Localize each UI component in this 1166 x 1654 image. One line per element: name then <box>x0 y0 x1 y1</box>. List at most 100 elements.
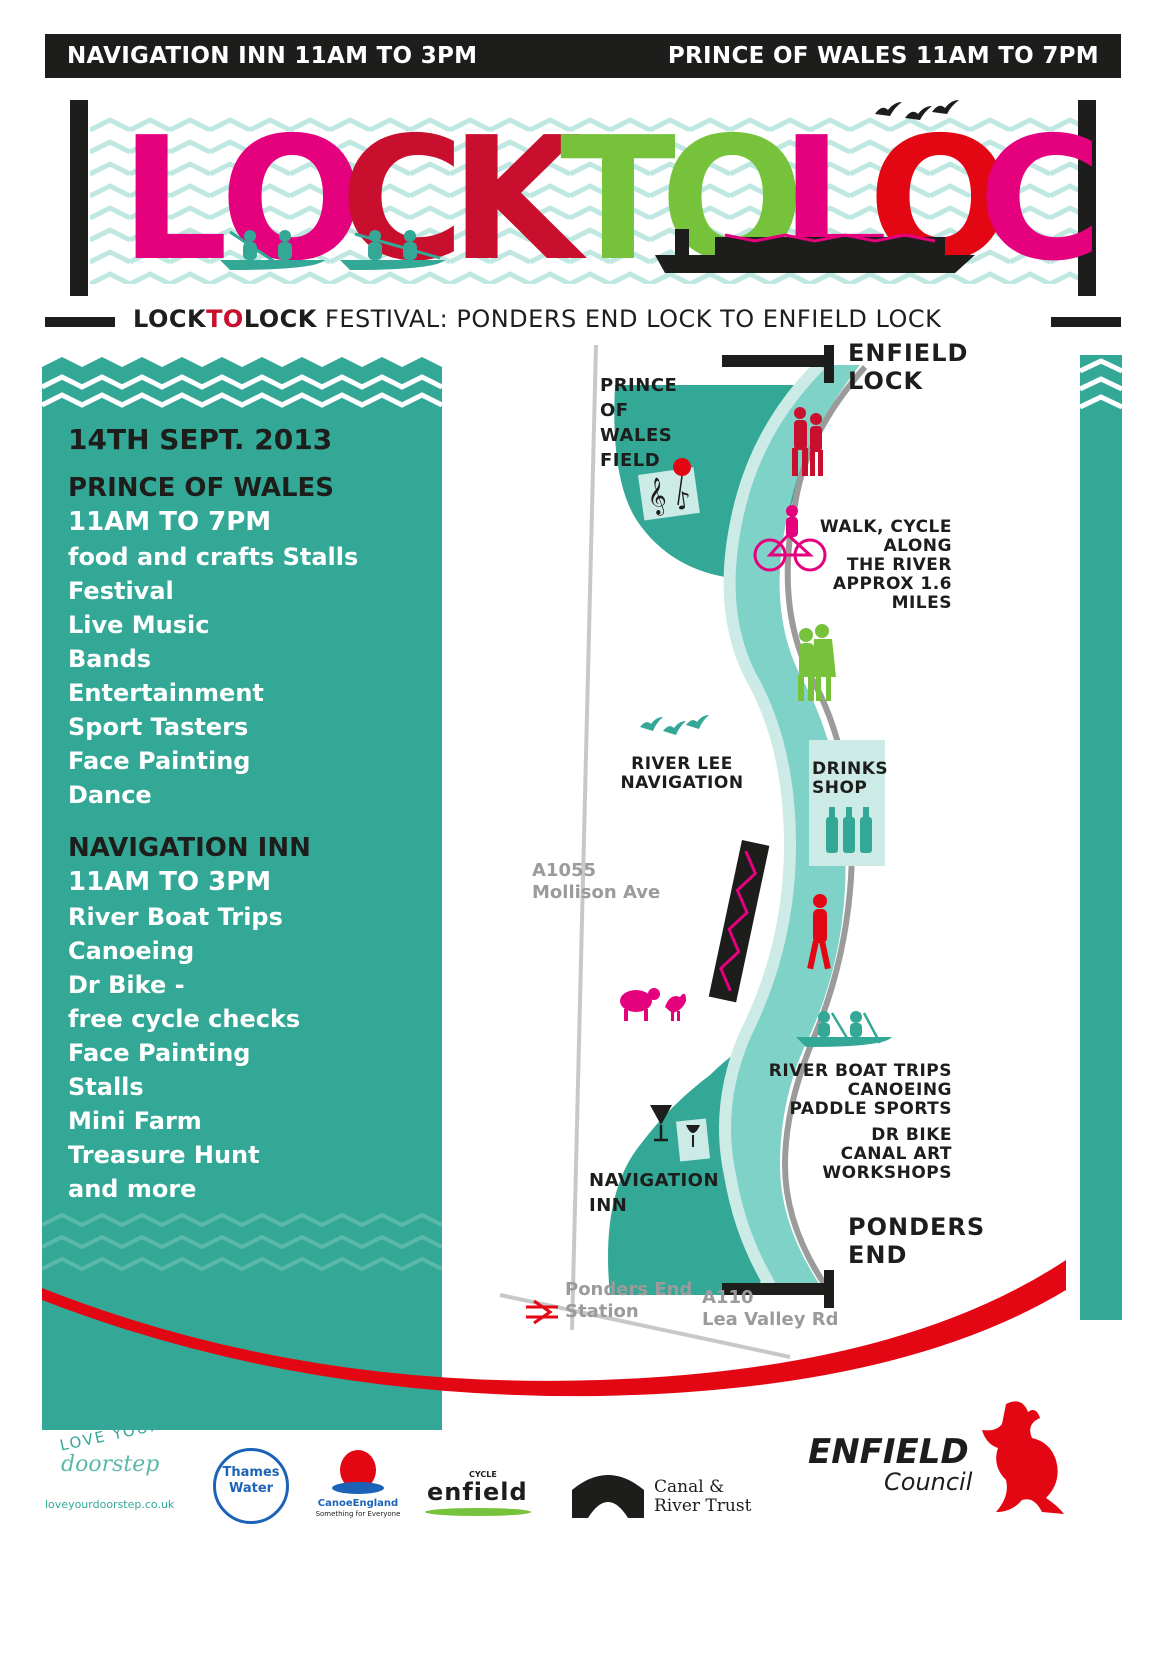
logo-letter: K <box>450 101 582 299</box>
canoe-england-logo: CanoeEngland Something for Everyone <box>310 1448 406 1520</box>
prince-item: food and crafts Stalls <box>68 543 359 571</box>
river-lee-line: RIVER LEE <box>631 754 733 774</box>
activities-line: PADDLE SPORTS <box>789 1099 952 1119</box>
station-line: Ponders End <box>565 1279 693 1300</box>
prince-field-line: WALES <box>600 425 673 446</box>
bottles-icon <box>826 807 872 853</box>
right-edge-strip <box>1080 355 1122 1320</box>
drinks-shop-label: DRINKS SHOP <box>812 760 888 798</box>
enfield-council-name: ENFIELD <box>808 1432 969 1472</box>
top-bar-right-text: PRINCE OF WALES 11AM TO 7PM <box>667 43 1099 69</box>
walk-cycle-line: ALONG <box>883 536 952 556</box>
navigation-inn-line: INN <box>589 1195 628 1216</box>
canoe-england-text: CanoeEngland <box>317 1498 399 1509</box>
activities-line: WORKSHOPS <box>822 1163 952 1183</box>
cycle-enfield-logo: CYCLE enfield <box>425 1470 535 1520</box>
navigation-item: Face Painting <box>68 1039 251 1067</box>
river-narrowboat-icon <box>708 840 770 1003</box>
a1055-line: Mollison Ave <box>532 882 661 903</box>
logo-letter: C <box>340 101 465 299</box>
activities-line: RIVER BOAT TRIPS <box>768 1061 952 1081</box>
swallows-teal-icon <box>640 715 709 735</box>
canal-river-trust-logo: Canal & River Trust <box>572 1470 752 1520</box>
activities-line: CANOEING <box>847 1080 952 1100</box>
prince-item: Bands <box>68 645 152 673</box>
prince-field-line: PRINCE <box>600 375 678 396</box>
road-a110 <box>499 1293 791 1359</box>
navigation-item: Mini Farm <box>68 1107 202 1135</box>
prince-item: Dance <box>68 781 152 809</box>
prince-field-label: PRINCE OF WALES FIELD <box>600 373 677 473</box>
walkers-icon <box>792 407 823 476</box>
ponders-end-line: END <box>848 1241 908 1269</box>
thames-text: Thames <box>222 1465 280 1480</box>
logo-post-right <box>1078 100 1096 296</box>
canoe-england-tagline: Something for Everyone <box>315 1510 401 1518</box>
logo-letter: C <box>978 101 1103 299</box>
navigation-item: Treasure Hunt <box>68 1141 260 1169</box>
love-your-text: LOVE YOUR <box>58 1415 164 1455</box>
walk-cycle-line: APPROX 1.6 MILES <box>832 574 952 613</box>
thames-water-logo: Thames Water <box>213 1448 289 1524</box>
activities-line: CANAL ART <box>840 1144 952 1164</box>
cycle-enfield-swoosh-icon <box>425 1508 531 1516</box>
festival-date: 14TH SEPT. 2013 <box>68 423 333 456</box>
music-notes-icon: 𝄞 ♪ <box>638 467 700 521</box>
navigation-item: River Boat Trips <box>68 903 283 931</box>
council-text: Council <box>884 1468 973 1496</box>
walker-red-icon <box>807 894 831 970</box>
prince-item: Festival <box>68 577 174 605</box>
canal-river-trust-bridge-icon <box>572 1475 644 1518</box>
river-lee-label: RIVER LEE NAVIGATION <box>620 755 744 793</box>
love-your-doorstep-logo: LOVE YOUR doorstep loveyourdoorstep.co.u… <box>45 1415 180 1518</box>
station-line: Station <box>565 1301 639 1322</box>
panel-wave-top <box>42 343 442 423</box>
balloon-icon <box>673 458 691 506</box>
enfield-lock-label: ENFIELD LOCK <box>848 339 968 395</box>
subtitle-brand-lock: LOCK <box>243 305 317 333</box>
navigation-heading: NAVIGATION INN <box>68 833 311 863</box>
prince-item: Face Painting <box>68 747 251 775</box>
subtitle-brand-to: TO <box>206 305 244 333</box>
walk-cycle-line: WALK, CYCLE <box>819 517 952 537</box>
activities-label: RIVER BOAT TRIPS CANOEING PADDLE SPORTS … <box>760 1062 952 1183</box>
walk-cycle-label: WALK, CYCLE ALONG THE RIVER APPROX 1.6 M… <box>770 518 952 613</box>
enfield-lock-line: ENFIELD <box>848 339 969 367</box>
farm-animals-icon <box>620 988 686 1021</box>
activities-line: DR BIKE <box>871 1125 952 1145</box>
drinks-shop-line: DRINKS <box>812 759 889 779</box>
panel-zigzag-bottom <box>42 1212 442 1272</box>
navigation-item: free cycle checks <box>68 1005 301 1033</box>
prince-field-line: FIELD <box>600 450 661 471</box>
canoe-icon <box>796 1011 892 1047</box>
enfield-cycle-text: enfield <box>427 1478 528 1506</box>
prince-item: Entertainment <box>68 679 264 707</box>
cyclist-icon <box>753 505 827 572</box>
river-trust-text: River Trust <box>654 1496 752 1516</box>
red-swoosh <box>42 1260 1066 1397</box>
subtitle-bar: LOCKTOLOCK FESTIVAL: PONDERS END LOCK TO… <box>45 305 1121 337</box>
subtitle-text: LOCKTOLOCK FESTIVAL: PONDERS END LOCK TO… <box>133 305 941 333</box>
enfield-lock-post <box>824 345 834 383</box>
subtitle-festival-text: FESTIVAL: PONDERS END LOCK TO ENFIELD LO… <box>316 305 942 333</box>
ponders-end-lock-post <box>824 1270 834 1308</box>
navigation-inn-line: NAVIGATION <box>589 1170 720 1191</box>
top-bar: NAVIGATION INN 11AM TO 3PM PRINCE OF WAL… <box>45 34 1121 78</box>
a110-label: A110 Lea Valley Rd <box>702 1287 838 1331</box>
ponders-end-line: PONDERS <box>848 1213 986 1241</box>
programme-panel: 14TH SEPT. 2013 PRINCE OF WALES 11AM TO … <box>42 343 442 1430</box>
a1055-line: A1055 <box>532 860 597 881</box>
logo-post-left <box>70 100 88 296</box>
subtitle-brand-lock: LOCK <box>133 305 207 333</box>
a1055-label: A1055 Mollison Ave <box>532 860 660 904</box>
top-bar-left-text: NAVIGATION INN 11AM TO 3PM <box>67 43 478 69</box>
river-edge <box>719 360 825 1289</box>
drinks-shop-line: SHOP <box>812 778 868 798</box>
logo-banner: L O C K T O L O C <box>70 100 1103 300</box>
enfield-council-logo: ENFIELD Council <box>808 1396 1068 1516</box>
cycle-text: CYCLE <box>469 1470 497 1479</box>
prince-heading: PRINCE OF WALES <box>68 473 335 503</box>
canal-text: Canal & <box>654 1477 725 1497</box>
enfield-lock-gate <box>722 355 824 367</box>
road-a1055 <box>570 345 598 1331</box>
